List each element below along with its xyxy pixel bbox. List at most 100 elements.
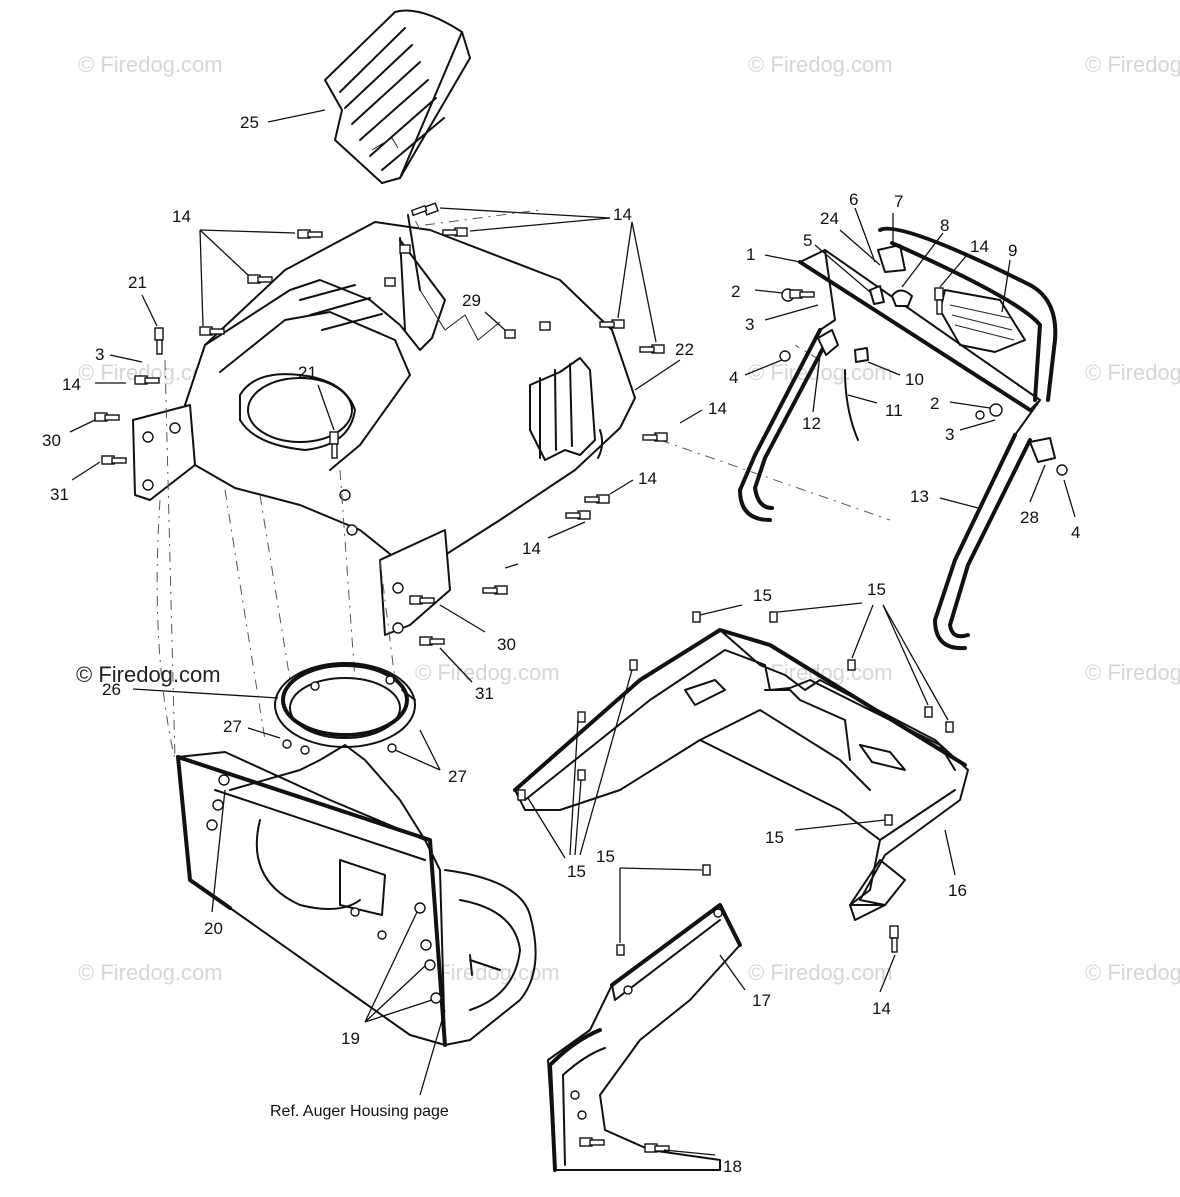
- bolt-icon: [94, 412, 120, 422]
- bolt-icon: [482, 585, 508, 595]
- callout-8: 8: [940, 216, 949, 235]
- clip-icon: [517, 789, 526, 801]
- watermark: © Firedog.com: [1085, 52, 1180, 77]
- bolt-icon: [297, 229, 323, 239]
- part-17-side-panel: [547, 903, 742, 1172]
- leader-lines: [69, 109, 1076, 1156]
- clip-icon: [577, 769, 586, 781]
- part-30-side-brackets: [132, 404, 451, 636]
- part-20-auger-housing: [176, 744, 537, 1047]
- callout-11: 11: [885, 401, 903, 420]
- clip-icon: [702, 864, 711, 876]
- callout-29: 29: [462, 291, 481, 310]
- clip-icon: [769, 611, 778, 623]
- bolt-icon: [579, 1137, 605, 1147]
- part-13-handle-assembly: [738, 226, 1068, 651]
- callout-labels: 25 14 14 21 3 14 30 31 21 29 22 14 14 14…: [42, 113, 1080, 1176]
- callout-16: 16: [948, 881, 967, 900]
- callout-30: 30: [42, 431, 61, 450]
- bolt-icon: [199, 326, 225, 336]
- callout-15: 15: [596, 847, 615, 866]
- callout-27: 27: [448, 767, 467, 786]
- watermark-dark: © Firedog.com: [76, 662, 221, 687]
- watermark: © Firedog.com: [1085, 660, 1180, 685]
- callout-3: 3: [745, 315, 754, 334]
- callout-12: 12: [802, 414, 821, 433]
- bolt-icon: [154, 327, 164, 355]
- watermark: © Firedog.com: [78, 52, 223, 77]
- callout-21: 21: [298, 363, 317, 382]
- callout-15: 15: [567, 862, 586, 881]
- watermark: © Firedog.com: [748, 960, 893, 985]
- callout-15: 15: [765, 828, 784, 847]
- callout-9: 9: [1008, 241, 1017, 260]
- callout-24: 24: [820, 209, 839, 228]
- watermark: © Firedog.com: [415, 660, 560, 685]
- bolt-icon: [442, 227, 468, 237]
- bolt-icon: [409, 595, 435, 605]
- clip-icon: [616, 944, 625, 956]
- callout-26: 26: [102, 680, 121, 699]
- bolt-icon: [642, 432, 668, 442]
- part-26-chute-ring: [274, 662, 416, 755]
- callout-6: 6: [849, 190, 858, 209]
- watermark: © Firedog.com: [748, 52, 893, 77]
- callout-31: 31: [50, 485, 69, 504]
- callout-14: 14: [172, 207, 191, 226]
- callout-14: 14: [970, 237, 989, 256]
- part-16-lower-panel: [513, 628, 969, 921]
- callout-30: 30: [497, 635, 516, 654]
- part-25-top-cover: [324, 9, 471, 184]
- bolt-icon: [599, 319, 625, 329]
- callout-28: 28: [1020, 508, 1039, 527]
- bolt-icon: [889, 925, 899, 953]
- callout-21: 21: [128, 273, 147, 292]
- callout-20: 20: [204, 919, 223, 938]
- clip-icon: [692, 611, 701, 623]
- callout-2: 2: [930, 394, 939, 413]
- callout-18: 18: [723, 1157, 742, 1176]
- bolt-icon: [134, 375, 160, 385]
- clip-icon: [924, 706, 933, 718]
- callout-14: 14: [638, 469, 657, 488]
- clip-icon: [384, 277, 396, 287]
- callout-14: 14: [872, 999, 891, 1018]
- clip-icon: [629, 659, 638, 671]
- callout-19: 19: [341, 1029, 360, 1048]
- reference-note: Ref. Auger Housing page: [270, 1103, 449, 1120]
- clip-icon: [847, 659, 856, 671]
- bolt-icon: [101, 455, 127, 465]
- callout-4: 4: [1071, 523, 1080, 542]
- bolt-icon: [639, 344, 665, 354]
- bolt-icon: [934, 287, 944, 315]
- callout-2: 2: [731, 282, 740, 301]
- callout-1: 1: [746, 245, 755, 264]
- bolt-icon: [584, 494, 610, 504]
- callout-3: 3: [95, 345, 104, 364]
- clip-icon: [884, 814, 893, 826]
- bolt-icon: [419, 636, 445, 646]
- bolt-icon: [410, 202, 439, 217]
- clip-icon: [577, 711, 586, 723]
- callout-17: 17: [752, 991, 771, 1010]
- clip-icon: [504, 329, 516, 339]
- callout-10: 10: [905, 370, 924, 389]
- callout-15: 15: [753, 586, 772, 605]
- callout-15: 15: [867, 580, 886, 599]
- callout-7: 7: [894, 192, 903, 211]
- callout-14: 14: [522, 539, 541, 558]
- clip-icon: [539, 321, 551, 331]
- callout-25: 25: [240, 113, 259, 132]
- callout-14: 14: [62, 375, 81, 394]
- callout-14: 14: [613, 205, 632, 224]
- callout-13: 13: [910, 487, 929, 506]
- bolt-icon: [565, 510, 591, 520]
- callout-14: 14: [708, 399, 727, 418]
- bolt-icon: [789, 289, 815, 299]
- bolt-icon: [247, 274, 273, 284]
- callout-31: 31: [475, 684, 494, 703]
- bolt-icon: [329, 431, 339, 459]
- fasteners: [94, 202, 954, 1153]
